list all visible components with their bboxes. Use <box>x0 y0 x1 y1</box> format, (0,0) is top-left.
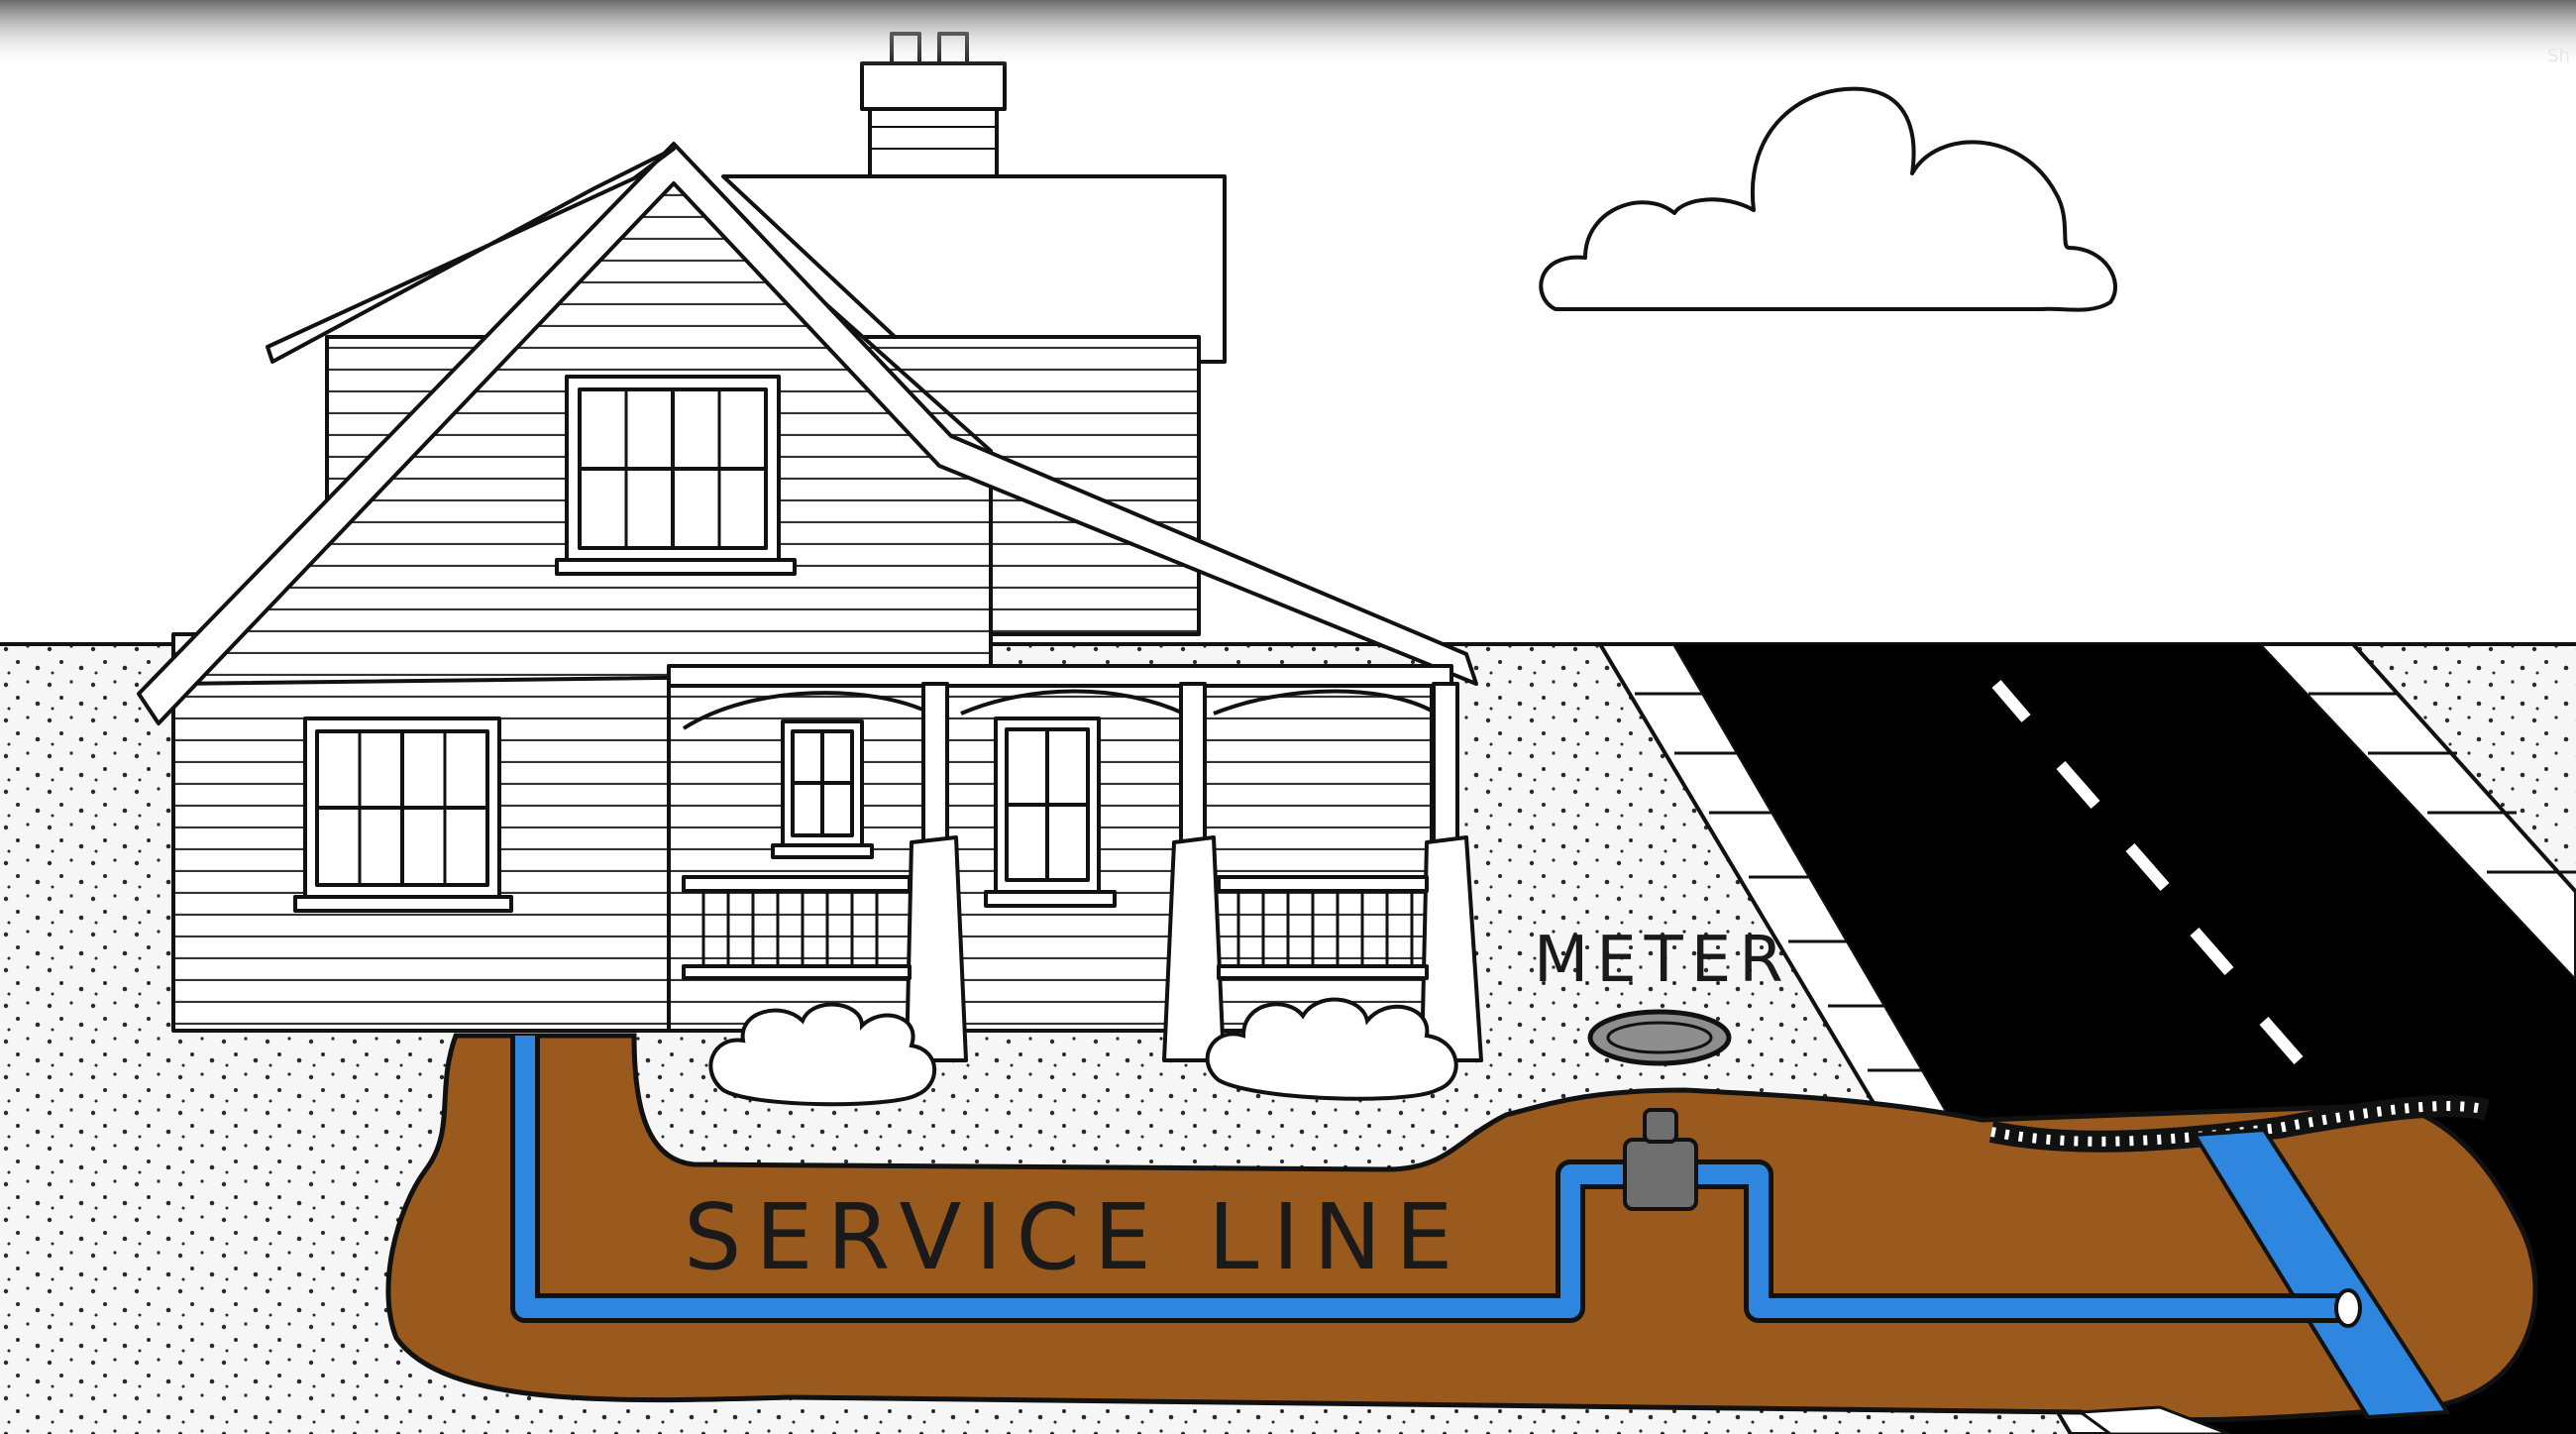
porch-railing-right <box>1217 875 1429 980</box>
window-left <box>293 717 513 913</box>
cloud <box>1539 86 2117 312</box>
bush-right <box>1205 997 1458 1101</box>
window-porch-small <box>771 719 874 859</box>
meter-lid <box>1587 1009 1732 1066</box>
porch-railing-left <box>682 875 912 980</box>
window-porch <box>984 717 1117 908</box>
bush-left <box>708 1002 937 1107</box>
service-line-label: SERVICE LINE <box>684 1184 1466 1290</box>
meter-valve <box>1623 1108 1698 1211</box>
overlay-corner-text: Sh <box>2547 46 2570 66</box>
meter-label: METER <box>1534 924 1791 997</box>
house <box>137 32 1483 1062</box>
window-upper <box>555 375 797 576</box>
top-overlay-bar <box>0 0 2576 69</box>
road-center-dashes <box>1991 680 2304 1064</box>
